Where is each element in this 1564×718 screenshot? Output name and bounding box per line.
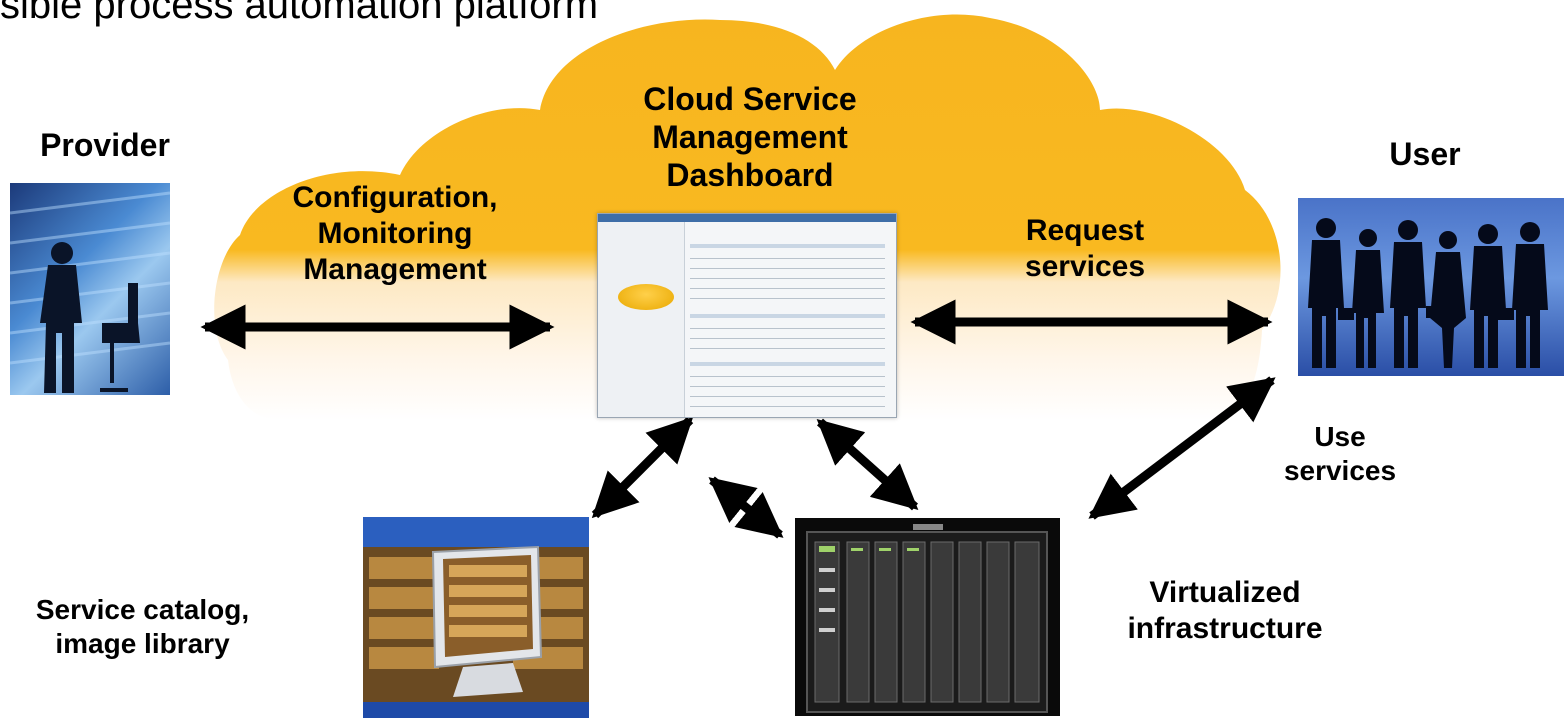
dashboard-chart — [618, 284, 674, 310]
catalog-label: Service catalog, image library — [35, 594, 250, 659]
arrow-catalog-infra — [708, 476, 784, 539]
provider-photo — [10, 183, 170, 395]
dashboard-sidebar — [598, 222, 685, 417]
infra-label: Virtualized infrastructure — [1127, 576, 1323, 645]
arrow-dashboard-infra — [816, 418, 919, 511]
use-services-label: Use services — [1283, 421, 1397, 486]
request-label: Request services — [1024, 214, 1146, 283]
infra-photo — [795, 518, 1060, 716]
page-title: sible process automation platform — [0, 0, 599, 27]
dashboard-header-row — [690, 244, 885, 248]
dashboard-screenshot — [597, 213, 897, 418]
arrow-dashboard-catalog — [591, 416, 694, 519]
user-label: User — [1389, 136, 1461, 172]
arrow-user-infra — [1088, 376, 1276, 520]
provider-label: Provider — [40, 127, 170, 163]
user-photo — [1298, 198, 1564, 376]
catalog-photo — [363, 517, 589, 718]
dashboard-label: Cloud Service Management Dashboard — [643, 81, 857, 193]
dashboard-titlebar — [598, 214, 896, 222]
config-label: Configuration, Monitoring Management — [292, 181, 498, 286]
